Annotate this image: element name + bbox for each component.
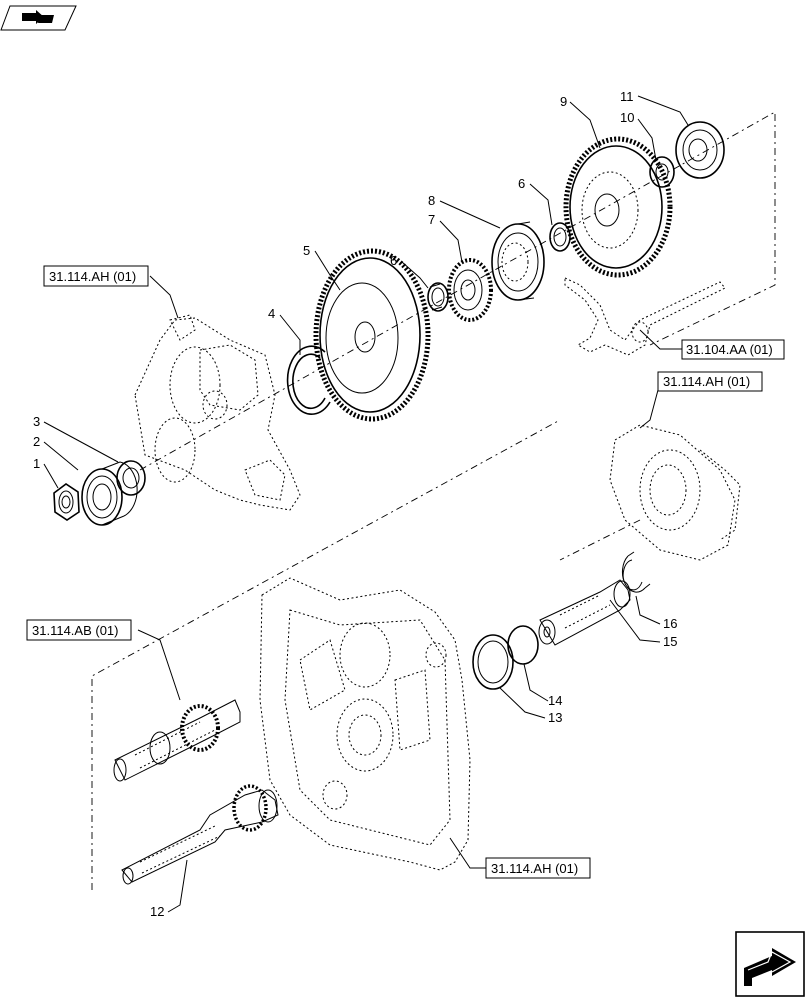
part-11-bearing <box>675 121 725 179</box>
part-14-o-ring <box>507 625 539 665</box>
part-10-washer <box>649 156 675 188</box>
callout-6-left: 6 <box>390 253 397 268</box>
part-16-circlip <box>621 551 651 593</box>
part-6-bushing-left <box>427 282 449 312</box>
callout-14: 14 <box>548 693 562 708</box>
gear-housing-upper <box>134 314 301 511</box>
callout-5: 5 <box>303 243 310 258</box>
callout-3: 3 <box>33 414 40 429</box>
part-8-synchronizer <box>491 221 545 301</box>
part-7-small-gear <box>447 258 493 322</box>
callout-9: 9 <box>560 94 567 109</box>
part-15-stub-shaft <box>538 579 631 646</box>
callout-10: 10 <box>620 110 634 125</box>
part-4-snap-ring <box>286 345 331 415</box>
axis-line-lower <box>91 419 561 890</box>
splined-shaft-assembly <box>113 699 241 782</box>
reference-box-5[interactable]: 31.114.AH (01) <box>485 857 591 879</box>
callout-4: 4 <box>268 306 275 321</box>
reference-box-3[interactable]: 31.114.AH (01) <box>657 371 763 392</box>
shift-fork <box>564 277 726 356</box>
callout-numbers: 1 2 3 4 5 6 6 7 8 9 10 11 12 13 14 15 16 <box>33 89 677 919</box>
reference-label: 31.114.AH (01) <box>663 374 750 389</box>
reference-box-4[interactable]: 31.114.AB (01) <box>26 619 132 641</box>
axis-line-lower-right <box>559 519 641 561</box>
callout-8: 8 <box>428 193 435 208</box>
reference-label: 31.114.AH (01) <box>49 269 136 284</box>
reference-label: 31.114.AH (01) <box>491 861 578 876</box>
callout-13: 13 <box>548 710 562 725</box>
gearbox-housing-lower <box>259 577 471 871</box>
callout-12: 12 <box>150 904 164 919</box>
part-6-bushing-right <box>549 222 571 252</box>
axis-line-upper <box>139 111 776 471</box>
view-icon[interactable] <box>0 5 77 31</box>
next-page-arrow-icon[interactable] <box>735 931 805 997</box>
reference-box-2[interactable]: 31.104.AA (01) <box>681 339 785 360</box>
callout-7: 7 <box>428 212 435 227</box>
part-3-washer <box>116 460 146 496</box>
cover-plate <box>609 424 741 561</box>
callout-2: 2 <box>33 434 40 449</box>
reference-label: 31.104.AA (01) <box>686 342 773 357</box>
callout-6-right: 6 <box>518 176 525 191</box>
part-9-large-gear <box>563 136 673 278</box>
part-12-input-shaft <box>121 784 279 885</box>
reference-label: 31.114.AB (01) <box>32 623 118 638</box>
part-1-nut <box>53 483 80 521</box>
part-13-snap-ring <box>472 634 514 690</box>
callout-11: 11 <box>620 89 634 104</box>
callout-1: 1 <box>33 456 40 471</box>
callout-16: 16 <box>663 616 677 631</box>
part-2-bearing <box>81 461 138 526</box>
part-5-large-gear <box>313 248 431 422</box>
callout-15: 15 <box>663 634 677 649</box>
reference-box-1[interactable]: 31.114.AH (01) <box>43 265 149 287</box>
leader-lines <box>43 95 689 913</box>
